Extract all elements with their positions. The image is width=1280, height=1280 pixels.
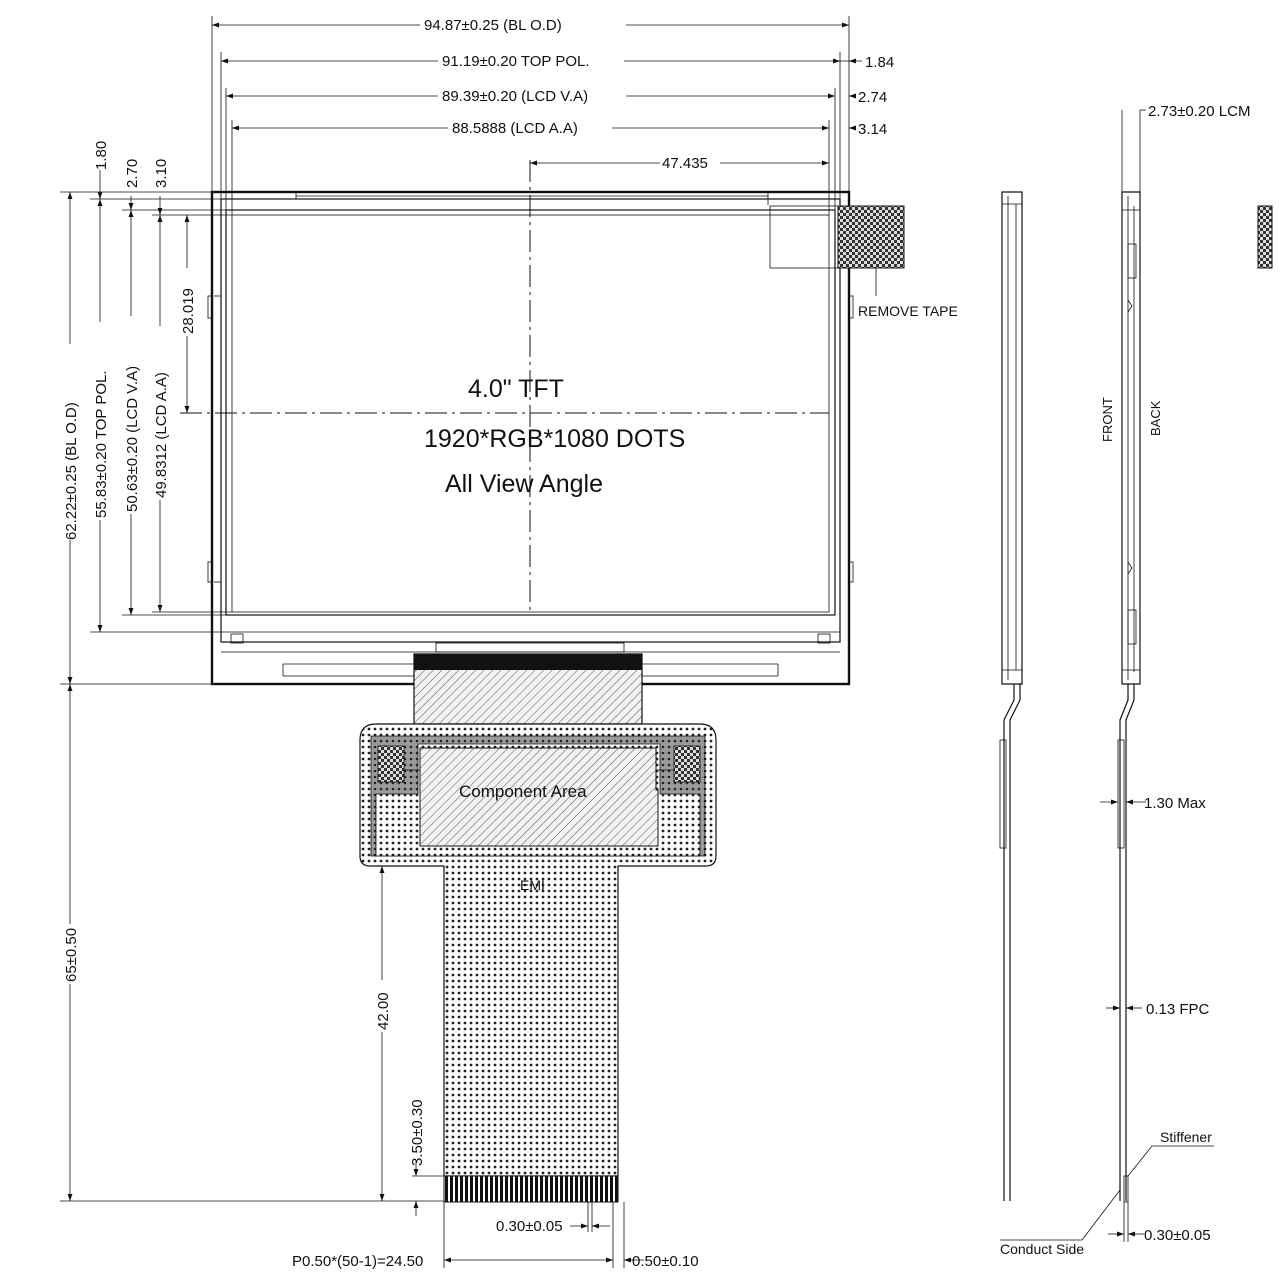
gold-fingers xyxy=(443,1175,619,1203)
dim-fpc-total-length: 65±0.50 xyxy=(63,928,80,982)
dim-top-pol-height: 55.83±0.20 TOP POL. xyxy=(93,370,110,518)
dim-center-x: 47.435 xyxy=(662,155,708,172)
remove-tape xyxy=(837,205,905,269)
top-dimensions: 94.87±0.25 (BL O.D) 91.19±0.20 TOP POL. … xyxy=(211,14,894,215)
dim-offset-2: 2.74 xyxy=(858,89,887,106)
dim-lcd-aa-height: 49.8312 (LCD A.A) xyxy=(153,372,170,498)
dim-lcd-aa-width: 88.5888 (LCD A.A) xyxy=(452,120,578,137)
front-label: FRONT xyxy=(1100,397,1115,442)
dim-pin-width: 0.30±0.05 xyxy=(496,1218,563,1235)
dim-pin-pitch: P0.50*(50-1)=24.50 xyxy=(292,1253,423,1270)
stiffener-label: Stiffener xyxy=(1160,1129,1212,1145)
left-dimensions: 62.22±0.25 (BL O.D) 55.83±0.20 TOP POL. … xyxy=(60,141,444,1202)
dim-top-pol-width: 91.19±0.20 TOP POL. xyxy=(442,53,590,70)
side-view-back: BACK 2.73±0.20 LCM 1.30 Max 0.13 FPC Sti… xyxy=(1000,103,1273,1257)
stiffener-thickness: 0.30±0.05 xyxy=(1144,1227,1211,1244)
dim-left-offset-2: 2.70 xyxy=(124,159,141,188)
dim-center-y: 28.019 xyxy=(180,288,197,334)
panel-resolution-label: 1920*RGB*1080 DOTS xyxy=(424,425,685,453)
dim-offset-1: 1.84 xyxy=(865,54,894,71)
panel-size-label: 4.0" TFT xyxy=(468,375,564,403)
dim-lcd-va-width: 89.39±0.20 (LCD V.A) xyxy=(442,88,588,105)
dim-offset-3: 3.14 xyxy=(858,121,887,138)
fpc-dimensions: 42.00 3.50±0.30 0.30±0.05 P0.50*(50-1)=2… xyxy=(292,865,699,1270)
dim-lcd-va-height: 50.63±0.20 (LCD V.A) xyxy=(124,366,141,512)
panel-view-label: All View Angle xyxy=(445,470,603,498)
fpc-cable: Component Area EMI xyxy=(359,653,717,1203)
dim-left-offset-3: 3.10 xyxy=(153,159,170,188)
back-label: BACK xyxy=(1148,400,1163,436)
remove-tape-label: REMOVE TAPE xyxy=(858,303,958,319)
max-thickness: 1.30 Max xyxy=(1144,795,1206,812)
lcm-thickness: 2.73±0.20 LCM xyxy=(1148,103,1250,120)
tape-side-detail xyxy=(1257,205,1273,269)
dim-left-offset-1: 1.80 xyxy=(93,141,110,170)
dim-bl-od-width: 94.87±0.25 (BL O.D) xyxy=(424,17,562,34)
dim-edge: 0.50±0.10 xyxy=(632,1253,699,1270)
fpc-thickness: 0.13 FPC xyxy=(1146,1001,1210,1018)
dim-fpc-length: 42.00 xyxy=(375,992,392,1030)
dim-bl-od-height: 62.22±0.25 (BL O.D) xyxy=(63,402,80,540)
conduct-side-label: Conduct Side xyxy=(1000,1241,1084,1257)
dim-stiffener-length: 3.50±0.30 xyxy=(409,1099,426,1166)
emi-label: EMI xyxy=(520,877,545,893)
front-view: REMOVE TAPE 4.0" TFT 1920*RGB*1080 DOTS … xyxy=(180,160,958,686)
component-area-label: Component Area xyxy=(459,782,587,801)
side-view-front: FRONT xyxy=(999,191,1115,1201)
